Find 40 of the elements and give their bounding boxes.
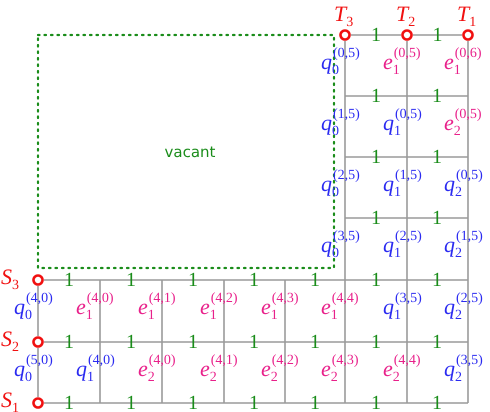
weight-label: 1 bbox=[188, 271, 198, 289]
weight-label: 1 bbox=[188, 333, 198, 351]
weight-label: 1 bbox=[371, 271, 381, 289]
grid-edge bbox=[37, 286, 39, 336]
weight-label: 1 bbox=[64, 394, 74, 412]
weight-label: 1 bbox=[126, 394, 136, 412]
grid-edge bbox=[37, 348, 39, 397]
terminal-label: S$_{2}$ bbox=[1, 328, 19, 354]
weight-label: 1 bbox=[432, 271, 442, 289]
terminal-label: T$_{2}$ bbox=[396, 3, 416, 29]
weight-label: 1 bbox=[188, 394, 198, 412]
region-label: vacant bbox=[164, 143, 216, 161]
weight-label: 1 bbox=[126, 333, 136, 351]
weight-label: 1 bbox=[310, 271, 320, 289]
terminal-label: T$_{3}$ bbox=[334, 3, 354, 29]
weight-label: 1 bbox=[371, 148, 381, 166]
weight-label: 1 bbox=[64, 271, 74, 289]
weight-label: 1 bbox=[64, 333, 74, 351]
weight-label: 1 bbox=[371, 394, 381, 412]
weight-label: 1 bbox=[432, 333, 442, 351]
weight-label: 1 bbox=[432, 148, 442, 166]
weight-label: 1 bbox=[432, 87, 442, 105]
weight-label: 1 bbox=[249, 271, 259, 289]
edge-label: 1 bbox=[432, 26, 442, 44]
weight-label: 1 bbox=[249, 333, 259, 351]
weight-label: 1 bbox=[432, 394, 442, 412]
weight-label: 1 bbox=[310, 333, 320, 351]
terminal-label: S$_{3}$ bbox=[1, 266, 19, 292]
weight-label: 1 bbox=[432, 209, 442, 227]
weight-label: 1 bbox=[310, 394, 320, 412]
terminal-label: T$_{1}$ bbox=[457, 3, 476, 29]
weight-label: 1 bbox=[126, 271, 136, 289]
grid-edge bbox=[351, 34, 401, 36]
edge-label: 1 bbox=[371, 26, 381, 44]
grid-edge bbox=[413, 34, 462, 36]
weight-label: 1 bbox=[371, 209, 381, 227]
weight-label: 1 bbox=[371, 87, 381, 105]
terminal-label: S$_{1}$ bbox=[1, 389, 19, 412]
weight-label: 1 bbox=[371, 333, 381, 351]
weight-label: 1 bbox=[249, 394, 259, 412]
